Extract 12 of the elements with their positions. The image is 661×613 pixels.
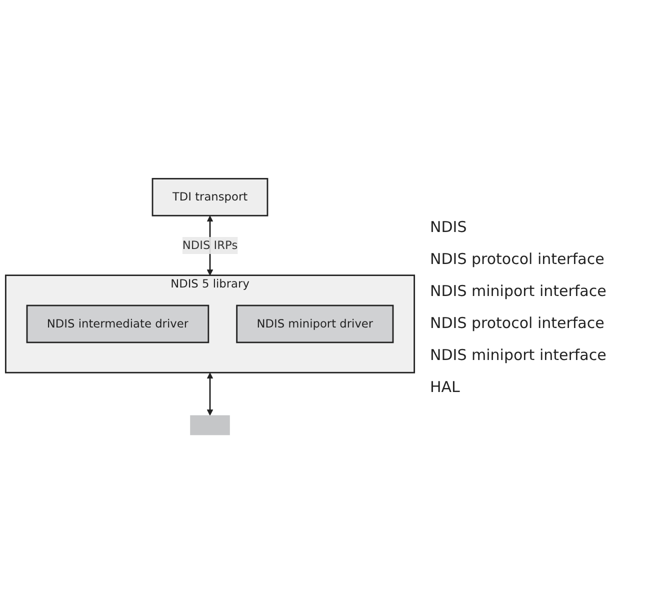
- arrow: [206, 372, 214, 416]
- node-box: NDIS miniport driver: [236, 304, 394, 343]
- layer-label: NDIS miniport interface: [430, 282, 608, 300]
- node-box: [190, 414, 230, 435]
- edge-label: NDIS IRPs: [182, 238, 238, 252]
- layer-label: NDIS protocol interface: [430, 314, 606, 332]
- layer-label: NDIS: [430, 218, 468, 236]
- layer-label: NDIS protocol interface: [430, 250, 606, 268]
- layer-label: HAL: [430, 378, 461, 396]
- node-box: TDI transport: [152, 178, 268, 216]
- node-box: NDIS intermediate driver: [26, 304, 210, 343]
- layer-label: NDIS miniport interface: [430, 346, 608, 364]
